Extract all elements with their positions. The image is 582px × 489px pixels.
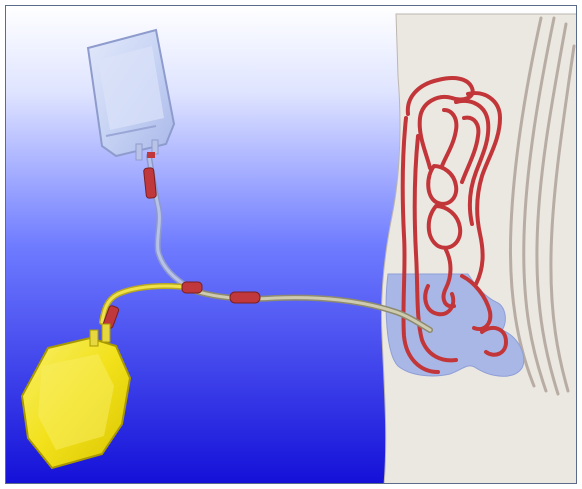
peritoneal-dialysis-illustration bbox=[6, 6, 577, 484]
illustration-frame bbox=[5, 5, 577, 484]
body-tissue bbox=[381, 14, 577, 484]
abdomen-cross-section bbox=[381, 14, 577, 484]
